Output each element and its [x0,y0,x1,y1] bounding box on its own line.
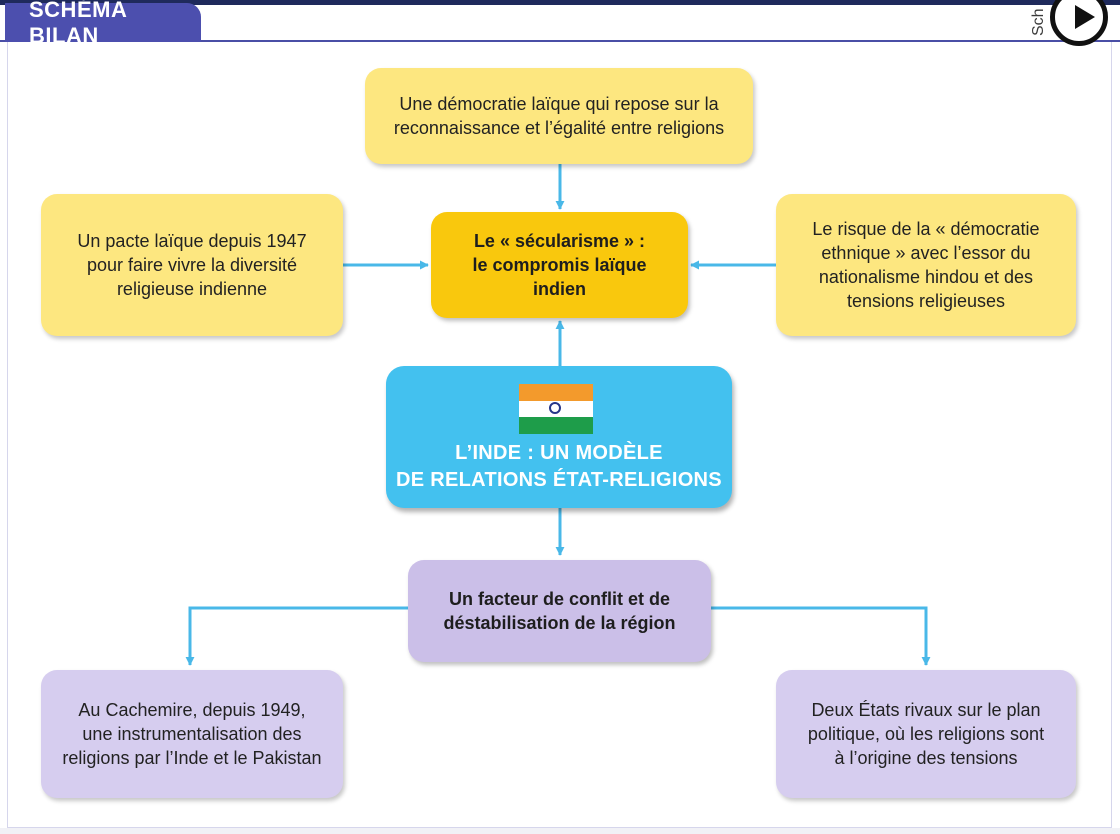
box-bottom-right-line2: politique, où les religions sont [807,724,1045,744]
box-conflict-factor: Un facteur de conflit et de déstabilisat… [408,560,711,662]
box-top-line2: reconnaissance et l’égalité entre religi… [393,118,725,138]
header-divider [0,40,1120,42]
chakra-icon [549,401,561,414]
box-right-line3: nationalisme hindou et des [818,267,1034,287]
top-band [0,0,1120,5]
box-right-line2: ethnique » avec l’essor du [821,243,1031,263]
box-ethnic-democracy-risk: Le risque de la « démocratie ethnique » … [776,194,1076,336]
box-left-line1: Un pacte laïque depuis 1947 [77,231,307,251]
box-kashmir: Au Cachemire, depuis 1949, une instrumen… [41,670,343,798]
box-bottom-left-line3: religions par l’Inde et le Pakistan [62,748,322,768]
box-bottom-right-line1: Deux États rivaux sur le plan [811,700,1041,720]
play-icon [1075,5,1095,29]
box-conflict-line2: déstabilisation de la région [443,613,676,633]
box-top-line1: Une démocratie laïque qui repose sur la [399,94,719,114]
india-flag-icon [519,384,593,435]
box-bottom-left-line1: Au Cachemire, depuis 1949, [78,700,306,720]
box-middle-line1: Le « sécularisme » : [473,231,646,251]
box-right-line1: Le risque de la « démocratie [812,219,1040,239]
box-secularism-compromise: Le « sécularisme » : le compromis laïque… [431,212,688,318]
box-middle-line3: indien [533,279,586,299]
box-conflict-line1: Un facteur de conflit et de [448,589,671,609]
bottom-strip [0,828,1120,834]
box-india-model: L’INDE : UN MODÈLE DE RELATIONS ÉTAT-REL… [386,366,732,508]
box-secular-pact: Un pacte laïque depuis 1947 pour faire v… [41,194,343,336]
box-bottom-right-line3: à l’origine des tensions [834,748,1018,768]
box-rival-states: Deux États rivaux sur le plan politique,… [776,670,1076,798]
box-middle-line2: le compromis laïque [472,255,647,275]
box-bottom-left-line2: une instrumentalisation des [82,724,302,744]
arrow-conflict-to-bottom-left [185,606,408,666]
box-secular-democracy: Une démocratie laïque qui repose sur la … [365,68,753,164]
center-title-line1: L’INDE : UN MODÈLE [455,442,663,464]
box-left-line3: religieuse indienne [116,279,268,299]
box-left-line2: pour faire vivre la diversité [86,255,298,275]
play-button[interactable] [1050,0,1108,46]
arrow-conflict-to-bottom-right [711,606,931,666]
box-right-line4: tensions religieuses [846,291,1006,311]
center-title-line2: DE RELATIONS ÉTAT-RELIGIONS [396,469,722,491]
